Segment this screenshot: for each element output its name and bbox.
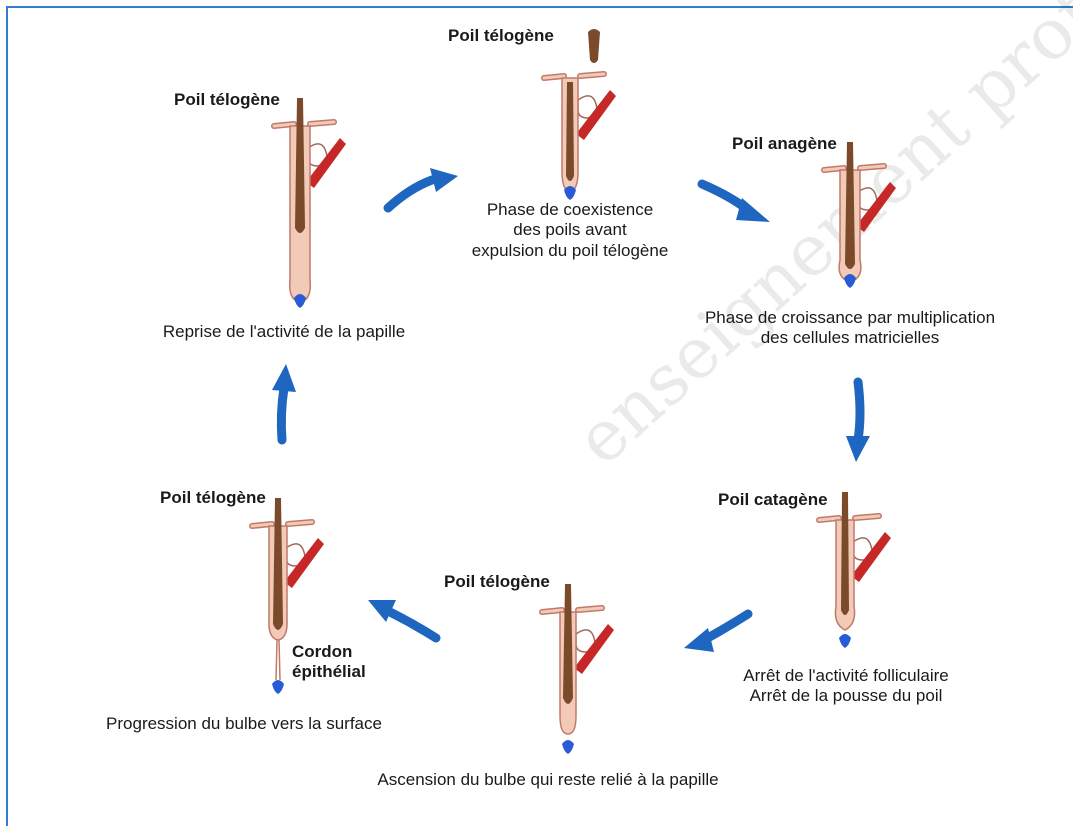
title-top-left: Poil télogène (174, 90, 280, 109)
arrow-bottom-to-bottom-left (385, 607, 441, 643)
arrow-top-left-to-top (383, 175, 437, 213)
caption-top-right-line-1: Phase de croissance par multiplication (704, 308, 996, 327)
hair-cycle-diagram (0, 29, 1073, 754)
caption-bottom: Ascension du bulbe qui reste relié à la … (377, 770, 719, 789)
cycle-arrowheads (272, 168, 870, 652)
title-bottom-left: Poil télogène (160, 488, 266, 507)
follicle-top-right (824, 142, 896, 288)
title-top: Poil télogène (448, 26, 554, 45)
caption-top-line-2: des poils avant (513, 220, 627, 240)
arrow-bottom-left-to-top-left (276, 383, 289, 445)
side-label-bottom-left: Cordon épithélial (292, 642, 366, 683)
caption-bottom-left: Progression du bulbe vers la surface (106, 714, 382, 733)
arrowhead-1 (430, 168, 458, 192)
caption-top-right: Phase de croissance par multiplication d… (705, 308, 995, 349)
arrowhead-4 (684, 628, 714, 652)
side-label-line-1: Cordon (292, 642, 353, 661)
follicle-top (544, 29, 616, 200)
arrowhead-3 (846, 436, 870, 462)
caption-top-line-3: expulsion du poil télogène (471, 240, 669, 260)
caption-top-line-1: Phase de coexistence (486, 200, 654, 219)
caption-top-left: Reprise de l'activité de la papille (162, 322, 406, 341)
caption-bottom-right: Arrêt de l'activité folliculaire Arrêt d… (743, 666, 948, 707)
title-top-right: Poil anagène (732, 134, 837, 153)
arrow-bottom-right-to-bottom (699, 609, 753, 645)
caption-top-right-line-2: des cellules matricielles (760, 328, 940, 348)
diagram-frame (6, 6, 1073, 826)
follicle-bottom-left (252, 498, 324, 694)
arrowhead-2 (736, 198, 770, 222)
title-bottom: Poil télogène (444, 572, 550, 591)
title-bottom-right: Poil catagène (718, 490, 828, 509)
follicle-bottom-right (819, 492, 891, 648)
caption-top: Phase de coexistence des poils avant exp… (472, 200, 669, 261)
side-label-line-2: épithélial (292, 662, 366, 682)
caption-bottom-right-line-2: Arrêt de la pousse du poil (749, 686, 943, 706)
follicle-bottom (542, 584, 614, 754)
arrowhead-5 (368, 600, 396, 622)
arrowhead-6 (272, 364, 296, 392)
caption-bottom-right-line-1: Arrêt de l'activité folliculaire (743, 666, 949, 685)
follicle-top-left (274, 98, 346, 308)
arrow-top-right-to-bottom-right (853, 377, 865, 445)
